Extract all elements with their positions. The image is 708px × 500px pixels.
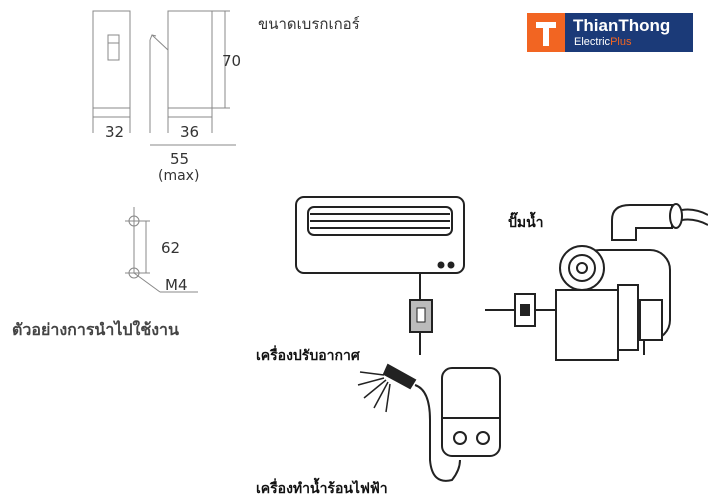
screw-size: M4 — [165, 276, 188, 294]
side-width-dimension: 36 — [180, 123, 200, 141]
logo-name: ThianThong — [573, 16, 671, 35]
breaker-dimension-drawing — [92, 10, 230, 133]
usage-illustration — [295, 196, 708, 482]
breaker-side-icon — [149, 10, 230, 133]
brand-logo: ThianThong ElectricPlus — [527, 13, 693, 52]
plug-tee-icon — [514, 293, 536, 327]
air-conditioner-icon — [295, 196, 465, 274]
pump-label: ปั๊มน้ำ — [508, 215, 544, 231]
mount-holes-icon — [125, 207, 198, 293]
logo-sub-accent: Plus — [610, 36, 632, 48]
breaker-front-icon — [92, 10, 131, 133]
hole-spacing-dimension: 62 — [161, 239, 181, 257]
logo-subtitle: ElectricPlus — [574, 36, 631, 48]
total-width-dimension: 55 — [170, 150, 190, 168]
total-width-line — [150, 144, 236, 146]
page-title: ขนาดเบรกเกอร์ — [258, 15, 360, 33]
example-heading: ตัวอย่างการนำไปใช้งาน — [12, 320, 179, 339]
water-heater-icon — [441, 367, 501, 457]
height-dimension: 70 — [222, 52, 242, 70]
water-pump-icon — [555, 203, 708, 361]
total-width-note: (max) — [158, 168, 200, 184]
heater-label: เครื่องทำน้ำร้อนไฟฟ้า — [256, 481, 388, 497]
logo-mark-icon — [527, 13, 565, 52]
front-width-dimension: 32 — [105, 123, 125, 141]
logo-sub-main: Electric — [574, 36, 611, 48]
ac-label: เครื่องปรับอากาศ — [256, 348, 360, 364]
breaker-switch-icon — [409, 299, 433, 333]
shower-head-icon — [357, 363, 417, 413]
